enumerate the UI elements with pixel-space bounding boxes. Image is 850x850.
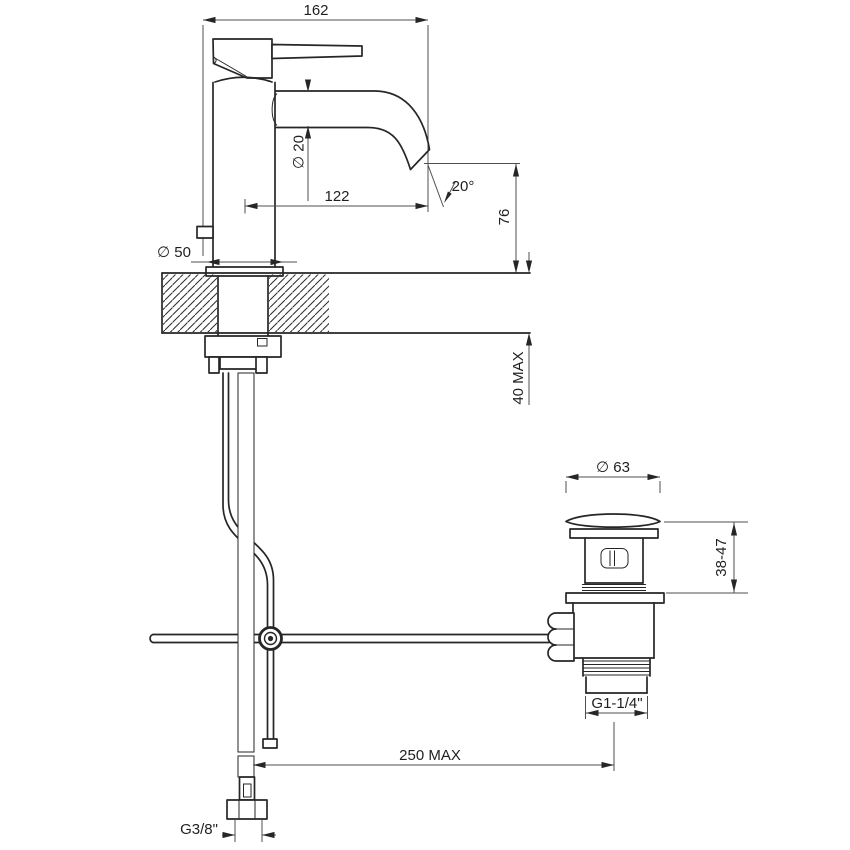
dim-label-supply-thread: G3/8" (180, 821, 218, 838)
lever-handle (271, 43, 363, 60)
spout (271, 90, 431, 171)
dimension-waste-thread: G1-1/4" (585, 695, 648, 771)
dim-label-flow-angle: 20° (452, 178, 475, 195)
flow-angle-annotation: 20° (427, 164, 475, 208)
mounting-nut (204, 335, 282, 358)
dimension-waste-height: 38-47 (664, 521, 748, 594)
pop-up-waste (547, 513, 665, 694)
dimension-supply-thread: G3/8" (180, 820, 276, 842)
dim-label-spout-reach: 122 (324, 188, 349, 205)
rod-gland-nut (547, 612, 575, 662)
dim-label-deck-thickness: 40 MAX (510, 351, 527, 404)
dim-label-spout-height: 76 (496, 209, 513, 226)
waste-upper-thread (582, 582, 646, 594)
waste-lower-thread (582, 658, 651, 694)
linkage-rod (149, 633, 550, 644)
dim-label-centre-distance: 250 MAX (399, 747, 461, 764)
counter-section (161, 272, 531, 337)
dimension-spout-height: 76 (424, 163, 520, 273)
dim-label-overall-width: 162 (303, 2, 328, 19)
faucet-body (196, 38, 431, 277)
lever-cap (212, 38, 273, 79)
dimension-base-diameter: ∅ 50 (157, 244, 297, 266)
hose-hex-nut (226, 799, 268, 820)
waste-cap (565, 513, 661, 528)
body-side-tab (196, 225, 214, 239)
dim-label-waste-height: 38-47 (713, 538, 730, 576)
supply-hose (226, 372, 268, 820)
dim-label-waste-thread: G1-1/4" (591, 695, 642, 712)
dimension-deck-thickness: 40 MAX (510, 252, 533, 405)
rod-clamp (258, 626, 283, 651)
dim-label-base-diameter: ∅ 50 (157, 244, 191, 261)
dimension-centre-distance: 250 MAX (253, 747, 614, 769)
dimension-spout-reach: 122 (244, 188, 428, 214)
dimension-waste-cap-diameter: ∅ 63 (565, 459, 661, 493)
dim-label-waste-cap-diameter: ∅ 63 (596, 459, 630, 476)
base-flange (205, 266, 284, 277)
dimension-overall-width: 162 (202, 2, 429, 256)
dimension-spout-diameter: ∅ 20 (291, 79, 312, 201)
dim-label-spout-diameter: ∅ 20 (291, 135, 308, 169)
mounting-hardware (204, 335, 282, 374)
